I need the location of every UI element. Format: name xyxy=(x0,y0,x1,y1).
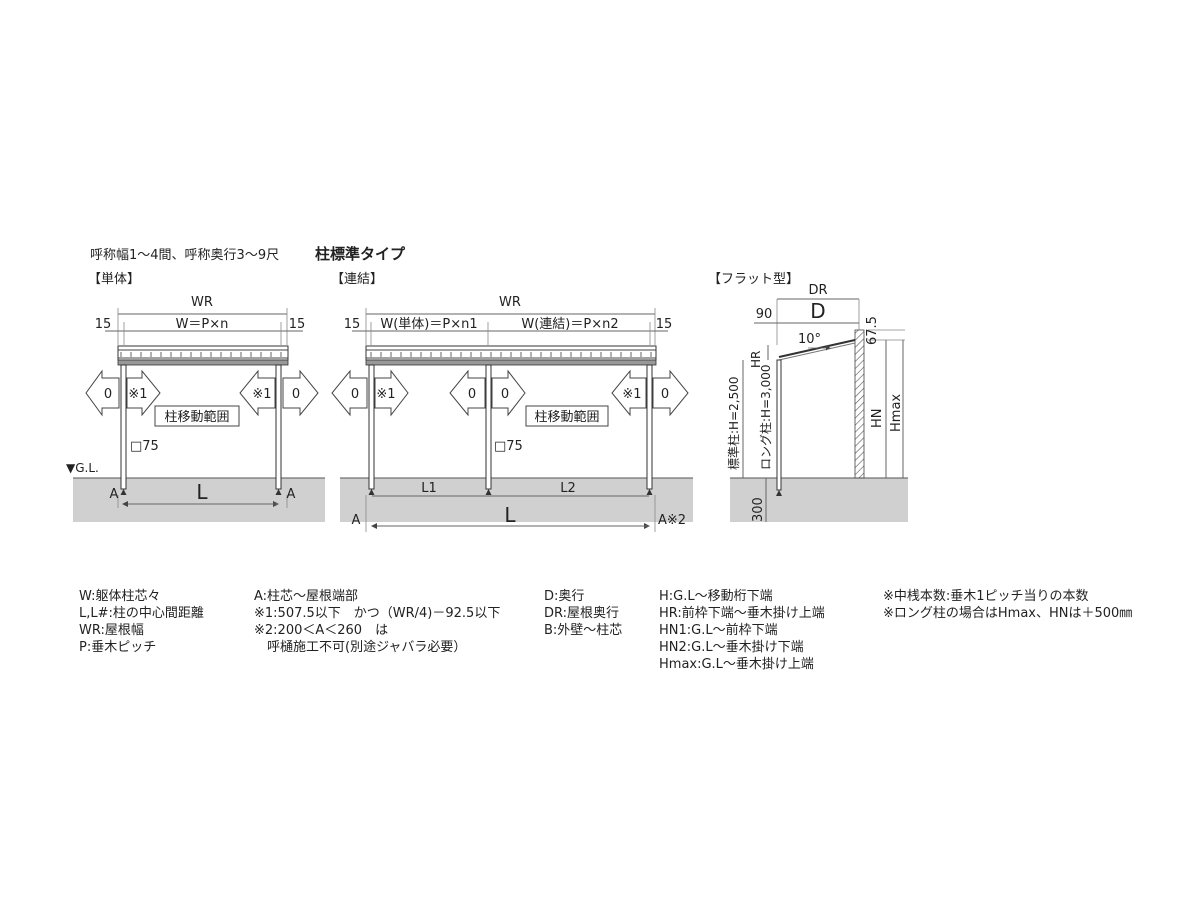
svg-text:L: L xyxy=(504,503,516,527)
svg-text:0: 0 xyxy=(104,387,112,402)
svg-text:90: 90 xyxy=(756,307,773,322)
legend-item: DR:屋根奥行 xyxy=(544,606,620,621)
legend-item: ※2:200＜A＜260 は xyxy=(254,623,389,638)
legend-item: ※ロング柱の場合はHmax、HNは＋500㎜ xyxy=(883,606,1133,621)
w-single-label: W(単体)＝P×n1 xyxy=(380,316,477,332)
legend-item: ※1:507.5以下 かつ（WR/4)－92.5以下 xyxy=(254,606,501,621)
svg-text:0: 0 xyxy=(661,387,669,402)
wr-label: WR xyxy=(191,295,213,310)
svg-text:HN: HN xyxy=(870,409,885,429)
legend-col4: H:G.L～移動桁下端 HR:前枠下端～垂木掛け上端 HN1:G.L～前枠下端 … xyxy=(659,588,825,673)
panel-single: WR 15 15 W＝P×n 0 ※1 ※1 0 柱移動範囲 □75 ▼G.L. xyxy=(66,295,325,522)
post-left xyxy=(120,364,127,490)
panel-linked: WR 15 15 W(単体)＝P×n1 W(連結)＝P×n2 0 ※1 0 0 … xyxy=(331,295,693,532)
svg-text:10°: 10° xyxy=(798,332,821,347)
panel-flat: DR D 90 10° 67.5 HR 標準柱:H=2,500 ロング柱:H=3… xyxy=(726,283,908,522)
svg-text:※1: ※1 xyxy=(622,387,641,402)
l-label: L xyxy=(196,480,208,504)
svg-text:WR: WR xyxy=(499,295,521,310)
offset-left-label: 15 xyxy=(95,317,112,332)
legend-item: W:躯体柱芯々 xyxy=(79,589,161,604)
legend-item: HN1:G.L～前枠下端 xyxy=(659,623,778,638)
svg-text:67.5: 67.5 xyxy=(865,316,880,345)
legend-item: Hmax:G.L～垂木掛け上端 xyxy=(659,657,814,672)
w-formula-label: W＝P×n xyxy=(176,317,229,332)
flat-roof xyxy=(778,339,856,358)
svg-text:0: 0 xyxy=(501,387,509,402)
header-title: 柱標準タイプ xyxy=(315,245,406,263)
legend-item: 呼樋施工不可(別途ジャバラ必要） xyxy=(254,640,467,655)
svg-text:A: A xyxy=(352,513,361,528)
svg-text:D: D xyxy=(810,299,825,323)
wall xyxy=(854,329,865,479)
svg-text:300: 300 xyxy=(751,497,766,522)
svg-text:柱移動範囲: 柱移動範囲 xyxy=(534,410,599,425)
svg-text:HR: HR xyxy=(749,351,763,368)
legend-item: P:垂木ピッチ xyxy=(79,640,157,655)
post-right xyxy=(275,364,282,490)
svg-text:標準柱:H=2,500: 標準柱:H=2,500 xyxy=(726,377,741,470)
post-size-label: □75 xyxy=(130,439,159,454)
legend-item: WR:屋根幅 xyxy=(79,623,144,638)
arrow-right-1 xyxy=(126,369,161,417)
legend-item: ※中桟本数:垂木1ピッチ当りの本数 xyxy=(883,589,1089,604)
offset-right-label: 15 xyxy=(289,317,306,332)
svg-text:※1: ※1 xyxy=(252,387,271,402)
legend-col3: D:奥行 DR:屋根奥行 B:外壁～柱芯 xyxy=(544,588,622,639)
svg-text:Hmax: Hmax xyxy=(889,394,904,432)
svg-text:A※2: A※2 xyxy=(658,513,686,528)
move-range-label: 柱移動範囲 xyxy=(164,410,229,425)
legend-item: HN2:G.L～垂木掛け下端 xyxy=(659,640,804,655)
svg-text:A: A xyxy=(287,487,296,502)
legend-item: L,L#:柱の中心間距離 xyxy=(79,606,204,621)
w-linked-label: W(連結)＝P×n2 xyxy=(521,317,618,332)
svg-text:DR: DR xyxy=(808,283,827,298)
arrow-right xyxy=(282,369,319,417)
ground xyxy=(340,478,693,522)
svg-text:L2: L2 xyxy=(560,481,576,496)
svg-text:※1: ※1 xyxy=(376,387,395,402)
svg-text:A: A xyxy=(110,487,119,502)
svg-text:0: 0 xyxy=(292,387,300,402)
svg-text:ロング柱:H=3,000: ロング柱:H=3,000 xyxy=(758,365,773,470)
arrow-left xyxy=(85,369,120,417)
svg-text:L1: L1 xyxy=(421,481,437,496)
svg-text:※1: ※1 xyxy=(128,387,147,402)
legend-col5: ※中桟本数:垂木1ピッチ当りの本数 ※ロング柱の場合はHmax、HNは＋500㎜ xyxy=(883,588,1132,622)
legend-col2: A:柱芯～屋根端部 ※1:507.5以下 かつ（WR/4)－92.5以下 ※2:… xyxy=(254,588,500,656)
legend-item: B:外壁～柱芯 xyxy=(544,623,623,638)
roof xyxy=(117,345,289,361)
svg-text:□75: □75 xyxy=(494,439,523,454)
legend-item: A:柱芯～屋根端部 xyxy=(254,589,359,604)
svg-text:15: 15 xyxy=(344,317,361,332)
ground xyxy=(73,478,325,522)
gl-label: ▼G.L. xyxy=(66,461,99,475)
legend-col1: W:躯体柱芯々 L,L#:柱の中心間距離 WR:屋根幅 P:垂木ピッチ xyxy=(79,588,204,656)
arrow-left-2 xyxy=(239,369,276,417)
flat-post xyxy=(776,359,782,491)
panel-flat-label: 【フラット型】 xyxy=(708,272,800,287)
legend-item: D:奥行 xyxy=(544,589,585,604)
legend-item: HR:前枠下端～垂木掛け上端 xyxy=(659,606,825,621)
svg-text:0: 0 xyxy=(351,387,359,402)
legend-item: H:G.L～移動桁下端 xyxy=(659,589,773,604)
panel-linked-label: 【連結】 xyxy=(331,272,384,287)
header-subtitle: 呼称幅1～4間、呼称奥行3～9尺 xyxy=(90,248,280,263)
panel-single-label: 【単体】 xyxy=(88,272,141,287)
svg-text:15: 15 xyxy=(656,317,673,332)
svg-text:0: 0 xyxy=(468,387,476,402)
roof xyxy=(365,345,657,361)
